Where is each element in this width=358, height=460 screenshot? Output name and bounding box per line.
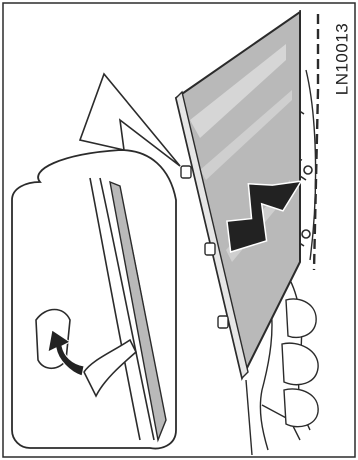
detail-callout [12,150,176,448]
figure-code: LN10013 [330,4,354,114]
seat-cushion [282,299,318,427]
figure-code-text: LN10013 [332,23,352,96]
